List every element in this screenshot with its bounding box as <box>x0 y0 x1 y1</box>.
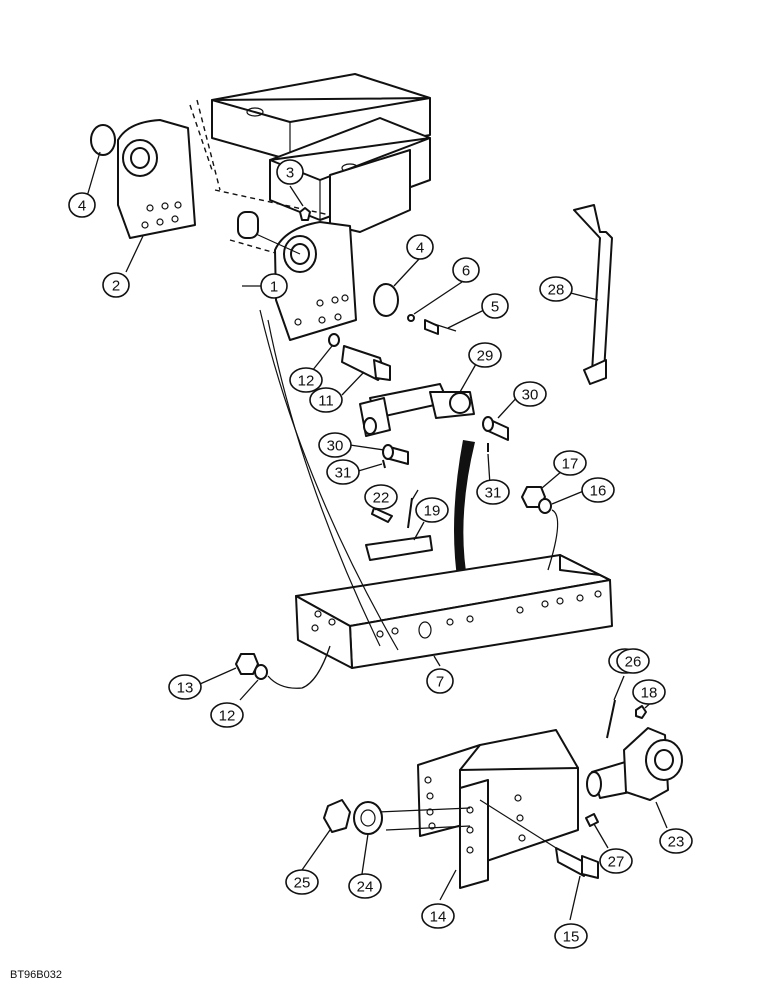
washer-12-lower <box>254 664 268 680</box>
callout-label: 13 <box>177 680 194 697</box>
callout-31: 31 <box>476 479 510 505</box>
callout-label: 15 <box>563 929 580 946</box>
callout-label: 12 <box>298 373 315 390</box>
grease-fitting <box>299 207 311 221</box>
spring-link <box>454 440 475 584</box>
callout-label: 28 <box>548 282 565 299</box>
lock-washer <box>407 314 415 322</box>
cap-screw-5 <box>424 319 457 335</box>
callout-11: 11 <box>309 387 343 413</box>
callout-3: 3 <box>276 159 304 185</box>
callout-2: 2 <box>102 272 130 298</box>
callout-6: 6 <box>452 257 480 283</box>
callout-31: 31 <box>326 459 360 485</box>
callout-label: 4 <box>78 198 86 215</box>
callout-label: 31 <box>485 485 502 502</box>
callout-label: 30 <box>522 387 539 404</box>
callout-24: 24 <box>348 873 382 899</box>
washer-24 <box>353 801 383 835</box>
main-mounting-bracket <box>255 221 357 341</box>
nut-25 <box>323 799 351 833</box>
callout-28: 28 <box>539 276 573 302</box>
callout-14: 14 <box>421 903 455 929</box>
callout-19: 19 <box>415 497 449 523</box>
set-screw-27 <box>585 813 599 827</box>
callout-label: 25 <box>294 875 311 892</box>
callout-label: 3 <box>286 165 294 182</box>
callout-label: 14 <box>430 909 447 926</box>
callout-1: 1 <box>260 273 288 299</box>
handle-foot <box>583 359 607 385</box>
callout-label: 12 <box>219 708 236 725</box>
bolt-11 <box>341 345 391 381</box>
callout-16: 16 <box>581 477 615 503</box>
tractor-frame <box>189 73 431 261</box>
callout-18: 18 <box>632 679 666 705</box>
pin-30-left <box>382 444 409 465</box>
callout-22: 22 <box>364 484 398 510</box>
callout-label: 29 <box>477 348 494 365</box>
hitch-plate-assembly <box>377 729 579 889</box>
callout-label: 6 <box>462 263 470 280</box>
callout-12: 12 <box>289 367 323 393</box>
callout-label: 1 <box>270 279 278 296</box>
grease-fitting-18 <box>635 705 647 719</box>
callout-27: 27 <box>599 848 633 874</box>
callout-label: 30 <box>327 438 344 455</box>
callout-label: 4 <box>416 240 424 257</box>
callout-label: 24 <box>357 879 374 896</box>
clip-31-left <box>382 459 386 469</box>
callout-label: 17 <box>562 456 579 473</box>
handle-bar <box>573 204 613 373</box>
callout-label: 26 <box>625 654 642 671</box>
callout-5: 5 <box>481 293 509 319</box>
callout-30: 30 <box>318 432 352 458</box>
callout-label: 5 <box>491 299 499 316</box>
drawbar-frame <box>259 309 613 669</box>
washer-right <box>373 283 399 317</box>
washer-12-upper <box>328 333 340 347</box>
callout-label: 7 <box>436 674 444 691</box>
callout-12: 12 <box>210 702 244 728</box>
callout-label: 23 <box>668 834 685 851</box>
callout-29: 29 <box>468 342 502 368</box>
callout-layer: 1234456711121213141516171819212223242526… <box>68 159 693 949</box>
callout-15: 15 <box>554 923 588 949</box>
callout-label: 2 <box>112 278 120 295</box>
callout-label: 27 <box>608 854 625 871</box>
callout-13: 13 <box>168 674 202 700</box>
pintle-coupler <box>586 727 683 801</box>
bolt-26 <box>606 699 616 739</box>
hydraulic-cylinder <box>359 383 475 437</box>
callout-26: 26 <box>616 648 650 674</box>
callout-label: 22 <box>373 490 390 507</box>
callout-4: 4 <box>406 234 434 260</box>
callout-label: 19 <box>424 503 441 520</box>
pin-21 <box>407 497 413 529</box>
callout-17: 17 <box>553 450 587 476</box>
plate-19 <box>365 535 433 561</box>
callout-30: 30 <box>513 381 547 407</box>
left-mounting-bracket <box>117 119 196 239</box>
washer-16 <box>538 498 552 514</box>
bolt-15 <box>479 799 599 879</box>
callout-label: 18 <box>641 685 658 702</box>
callout-label: 31 <box>335 465 352 482</box>
figure-code: BT96B032 <box>10 969 62 981</box>
clip-22 <box>371 507 393 523</box>
nut-13 <box>235 653 259 675</box>
callout-7: 7 <box>426 668 454 694</box>
callout-23: 23 <box>659 828 693 854</box>
callout-4: 4 <box>68 192 96 218</box>
callout-label: 11 <box>318 393 334 410</box>
washer-left <box>90 124 116 156</box>
callout-25: 25 <box>285 869 319 895</box>
pin-30-right <box>482 416 509 441</box>
callout-label: 16 <box>590 483 607 500</box>
